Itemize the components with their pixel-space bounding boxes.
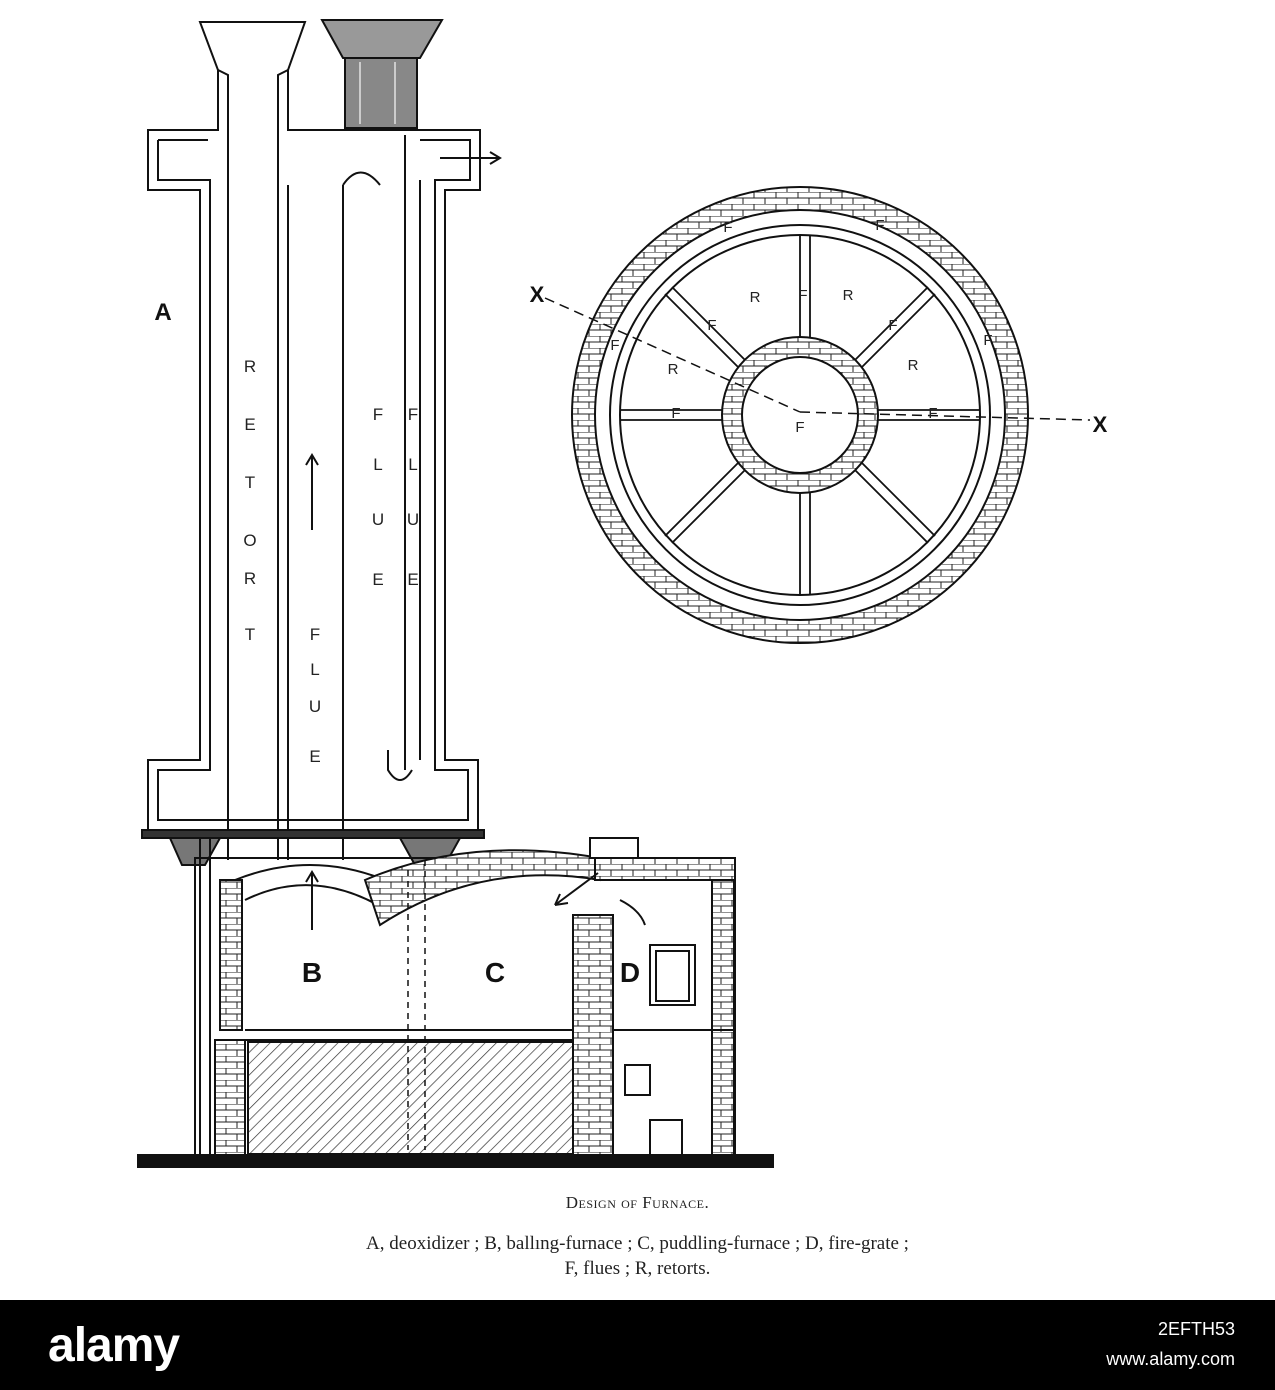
central-flue [287, 185, 344, 860]
retort-letter: R [244, 357, 256, 376]
word-flue-right-outer: F L U E [407, 405, 419, 589]
caption-legend-line-1: A, deoxidizer ; B, ballıng-furnace ; C, … [366, 1233, 909, 1254]
elevation-view [137, 19, 774, 1168]
deoxidizer-casing [147, 21, 481, 831]
flue-letter: L [373, 455, 382, 474]
alamy-logo: alamy [48, 1319, 180, 1372]
watermark-footer: alamy 2EFTH53 www.alamy.com [0, 1300, 1275, 1390]
retort-letter: R [244, 569, 256, 588]
word-retort: R E T O R T [243, 357, 256, 644]
caption-legend-line-2: F, flues ; R, retorts. [564, 1258, 711, 1279]
chimney [344, 57, 418, 129]
flue-letter: F [373, 405, 383, 424]
plan-spokes [620, 235, 980, 595]
plan-label-f: F [888, 317, 897, 334]
retort-letter: T [245, 625, 255, 644]
furnace-diagram: A B C D R E T O R T F L U E F L U E F L … [137, 19, 1108, 1279]
label-x-right: X [1093, 412, 1108, 437]
label-c: C [485, 957, 505, 988]
flue-letter: L [310, 660, 319, 679]
plan-letters: F F F F F F F F F F R R R R [610, 217, 992, 436]
label-b: B [302, 957, 322, 988]
flue-letter: U [372, 510, 384, 529]
plan-label-f: F [875, 217, 884, 234]
word-flue-right-inner: F L U E [372, 405, 384, 589]
plan-label-f: F [928, 405, 937, 422]
flue-letter: U [309, 697, 321, 716]
hearth-foundation [247, 1041, 574, 1155]
plan-label-f: F [671, 405, 680, 422]
retort-letter: O [243, 531, 256, 550]
plan-view [544, 186, 1091, 644]
plan-label-f: F [983, 332, 992, 349]
flue-letter: E [309, 747, 320, 766]
flue-letter: F [408, 405, 418, 424]
retort-tube [217, 69, 289, 860]
plan-label-f: F [798, 287, 807, 304]
plan-label-f: F [610, 337, 619, 354]
section-line [544, 297, 801, 413]
site-url: www.alamy.com [1106, 1349, 1235, 1369]
label-d: D [620, 957, 640, 988]
puddling-arch [363, 849, 601, 927]
retort-letter: T [245, 473, 255, 492]
plan-label-r: R [843, 287, 854, 304]
plan-label-r: R [750, 289, 761, 306]
label-a: A [154, 299, 171, 326]
right-flue [404, 135, 421, 770]
plan-label-f: F [707, 317, 716, 334]
plan-label-f: F [723, 219, 732, 236]
label-x-left: X [530, 282, 545, 307]
flue-letter: E [372, 570, 383, 589]
plan-label-r: R [908, 357, 919, 374]
flue-letter: L [408, 455, 417, 474]
plan-label-f: F [795, 419, 804, 436]
plan-label-r: R [668, 361, 679, 378]
flue-letter: F [310, 625, 320, 644]
flue-letter: U [407, 510, 419, 529]
furnace-drawing: A B C D R E T O R T F L U E F L U E F L … [137, 19, 1108, 1168]
caption-title: Design of Furnace. [565, 1193, 710, 1212]
hopper [320, 19, 444, 59]
retort-letter: E [244, 415, 255, 434]
image-id: 2EFTH53 [1157, 1319, 1235, 1339]
footer-meta: 2EFTH53 www.alamy.com [1106, 1314, 1235, 1374]
word-flue-center: F L U E [309, 625, 321, 766]
flue-letter: E [407, 570, 418, 589]
